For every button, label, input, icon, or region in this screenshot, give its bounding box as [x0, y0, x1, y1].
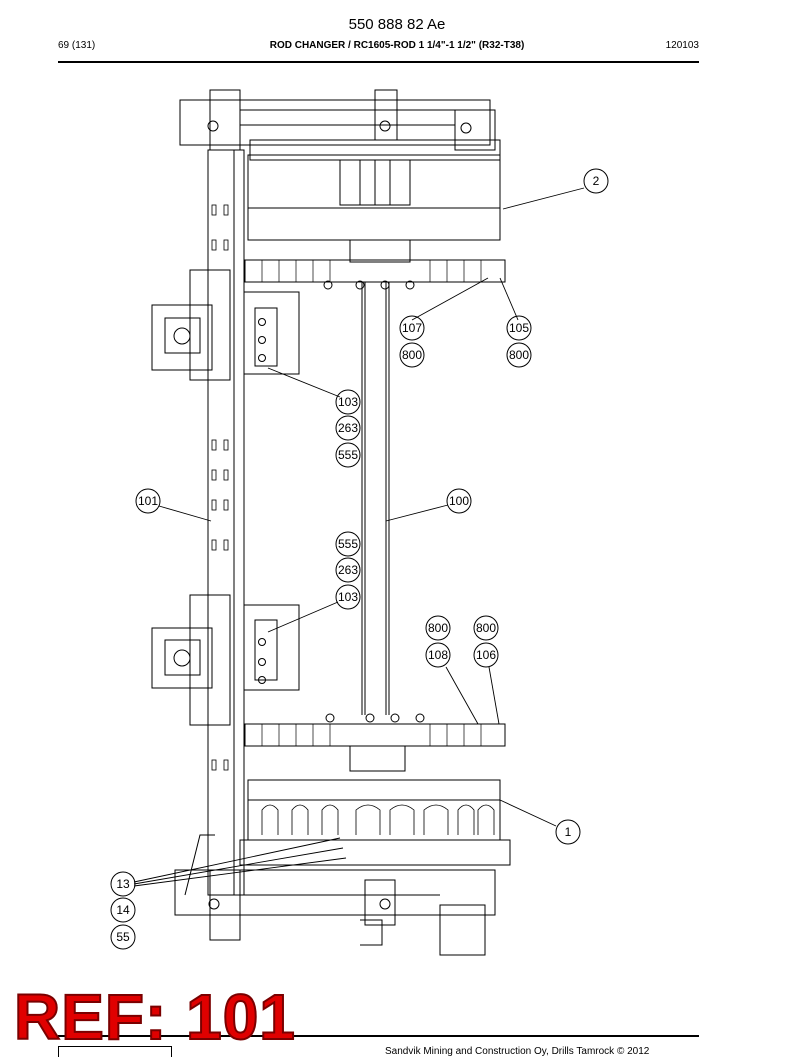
bottom-assembly [174, 834, 496, 956]
callout-balloon: 108 [425, 642, 451, 668]
svg-text:1: 1 [565, 825, 572, 839]
svg-text:263: 263 [338, 563, 358, 577]
lower-gripper [151, 594, 300, 726]
footer-copyright: Sandvik Mining and Construction Oy, Dril… [385, 1046, 650, 1057]
svg-text:101: 101 [138, 494, 158, 508]
upper-gripper [151, 269, 300, 381]
lower-ring [244, 713, 506, 772]
svg-text:107: 107 [402, 321, 422, 335]
upper-ring [244, 239, 506, 290]
svg-text:103: 103 [338, 590, 358, 604]
svg-text:2: 2 [593, 174, 600, 188]
document-number: 550 888 82 Ae [348, 16, 446, 33]
header-rule [58, 61, 699, 63]
callout-balloon: 2 [583, 168, 609, 194]
callout-balloon: 101 [135, 488, 161, 514]
callout-balloon: 263 [335, 557, 361, 583]
callout-balloon: 263 [335, 415, 361, 441]
callout-balloon: 107 [399, 315, 425, 341]
callout-balloon: 800 [425, 615, 451, 641]
top-assembly [179, 89, 501, 241]
svg-text:103: 103 [338, 395, 358, 409]
rod-shafts [361, 282, 390, 715]
svg-text:555: 555 [338, 448, 358, 462]
lower-housing [239, 779, 511, 866]
svg-text:800: 800 [402, 348, 422, 362]
svg-text:105: 105 [509, 321, 529, 335]
callout-balloon: 13 [110, 871, 136, 897]
callout-balloon: 555 [335, 442, 361, 468]
callout-balloon: 800 [473, 615, 499, 641]
svg-text:108: 108 [428, 648, 448, 662]
page-title: ROD CHANGER / RC1605-ROD 1 1/4"-1 1/2" (… [269, 40, 525, 51]
svg-text:106: 106 [476, 648, 496, 662]
callout-balloon: 105 [506, 315, 532, 341]
callout-balloon: 800 [506, 342, 532, 368]
callout-balloon: 14 [110, 897, 136, 923]
svg-text:800: 800 [476, 621, 496, 635]
callout-balloon: 106 [473, 642, 499, 668]
callout-balloon: 555 [335, 531, 361, 557]
callout-balloon: 1 [555, 819, 581, 845]
svg-text:13: 13 [116, 877, 130, 891]
svg-text:555: 555 [338, 537, 358, 551]
frame-beam [207, 149, 245, 896]
leader-lines [133, 187, 585, 887]
svg-text:800: 800 [428, 621, 448, 635]
callout-balloon: 55 [110, 924, 136, 950]
footer-rule [58, 1035, 699, 1037]
callout-balloon: 800 [399, 342, 425, 368]
svg-text:800: 800 [509, 348, 529, 362]
callouts: 2 107 800 105 800 103 263 555 101 100 55… [110, 168, 609, 950]
callout-balloon: 103 [335, 584, 361, 610]
svg-text:14: 14 [116, 903, 130, 917]
svg-text:55: 55 [116, 930, 130, 944]
callout-balloon: 103 [335, 389, 361, 415]
date-code: 120103 [665, 40, 699, 51]
company-logo [58, 1046, 172, 1057]
reference-stamp: REF: 101 [13, 981, 296, 1053]
svg-text:263: 263 [338, 421, 358, 435]
callout-balloon: 100 [446, 488, 472, 514]
svg-text:100: 100 [449, 494, 469, 508]
page-number: 69 (131) [58, 40, 96, 51]
